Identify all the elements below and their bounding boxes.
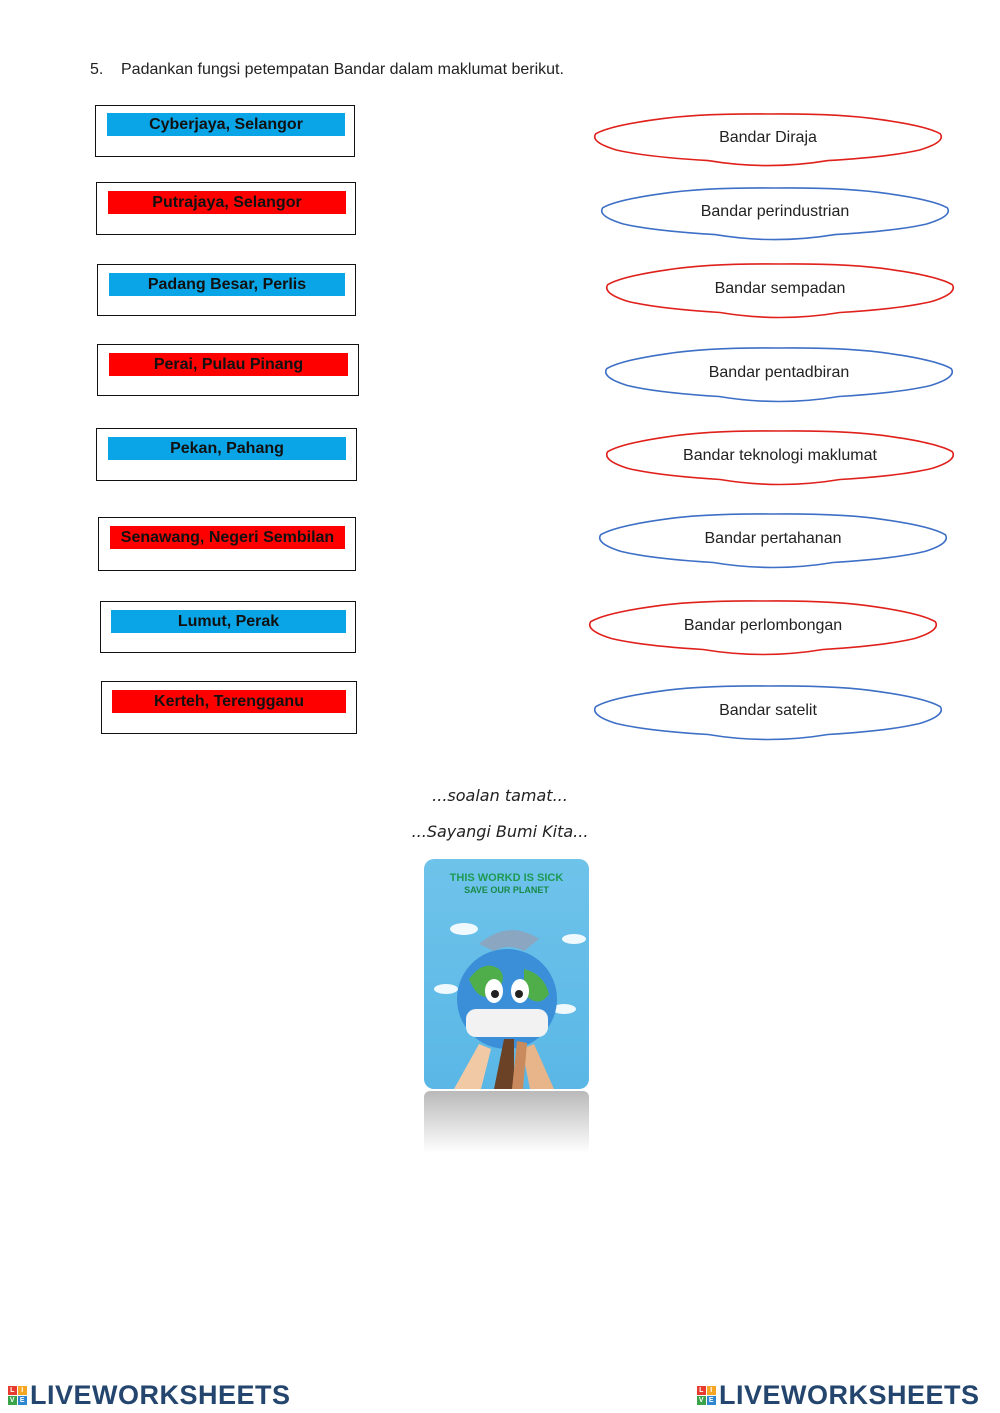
cloud-outline [588, 600, 938, 656]
place-box[interactable]: Senawang, Negeri Sembilan [98, 517, 356, 571]
place-box[interactable]: Pekan, Pahang [96, 428, 357, 481]
cloud-outline [600, 187, 950, 241]
function-cloud[interactable]: Bandar satelit [585, 680, 951, 742]
function-cloud[interactable]: Bandar perindustrian [592, 182, 958, 242]
place-label: Senawang, Negeri Sembilan [110, 526, 345, 549]
place-box[interactable]: Padang Besar, Perlis [97, 264, 356, 316]
place-label: Perai, Pulau Pinang [109, 353, 348, 376]
question-line: 5. Padankan fungsi petempatan Bandar dala… [90, 61, 564, 79]
place-box[interactable]: Putrajaya, Selangor [96, 182, 356, 235]
function-cloud[interactable]: Bandar sempadan [597, 258, 963, 320]
function-label: Bandar pentadbiran [708, 364, 850, 381]
closing-line-2: ...Sayangi Bumi Kita... [411, 822, 589, 841]
brand-text: LIVEWORKSHEETS [30, 1380, 291, 1410]
place-box[interactable]: Kerteh, Terengganu [101, 681, 357, 734]
brand-text: LIVEWORKSHEETS [719, 1380, 980, 1410]
function-label: Bandar sempadan [714, 280, 846, 297]
cloud-outline [598, 513, 948, 569]
place-box[interactable]: Perai, Pulau Pinang [97, 344, 359, 396]
closing-line-1: ...soalan tamat... [432, 786, 568, 805]
poster-title: THIS WORKD IS SICK [449, 872, 564, 884]
question-number: 5. [90, 61, 104, 78]
function-label: Bandar perlombongan [683, 617, 843, 634]
cloud-outline [605, 263, 955, 319]
poster-subtitle: SAVE OUR PLANET [464, 885, 549, 895]
place-label: Padang Besar, Perlis [109, 273, 345, 296]
function-label: Bandar perindustrian [700, 203, 850, 220]
function-label: Bandar pertahanan [704, 530, 842, 547]
question-text: Padankan fungsi petempatan Bandar dalam … [121, 61, 564, 78]
earth-poster-image: THIS WORKD IS SICK SAVE OUR PLANET [424, 859, 589, 1089]
cloud-outline [593, 685, 943, 741]
function-label: Bandar satelit [719, 702, 817, 719]
cloud-outline [604, 347, 954, 403]
place-box[interactable]: Lumut, Perak [100, 601, 356, 653]
function-label: Bandar Diraja [719, 129, 817, 146]
place-label: Lumut, Perak [111, 610, 346, 633]
place-label: Putrajaya, Selangor [108, 191, 346, 214]
function-cloud[interactable]: Bandar pertahanan [590, 508, 956, 570]
function-cloud[interactable]: Bandar Diraja [585, 108, 951, 168]
sick-earth-illustration [434, 923, 586, 1089]
place-label: Kerteh, Terengganu [112, 690, 346, 713]
cloud-outline [593, 113, 943, 167]
place-label: Cyberjaya, Selangor [107, 113, 345, 136]
function-cloud[interactable]: Bandar pentadbiran [596, 342, 962, 404]
function-label: Bandar teknologi maklumat [683, 447, 877, 464]
place-box[interactable]: Cyberjaya, Selangor [95, 105, 355, 157]
cloud-outline [605, 430, 955, 486]
place-label: Pekan, Pahang [108, 437, 346, 460]
function-cloud[interactable]: Bandar perlombongan [580, 595, 946, 657]
poster-reflection [424, 1091, 589, 1153]
function-cloud[interactable]: Bandar teknologi maklumat [597, 425, 963, 487]
